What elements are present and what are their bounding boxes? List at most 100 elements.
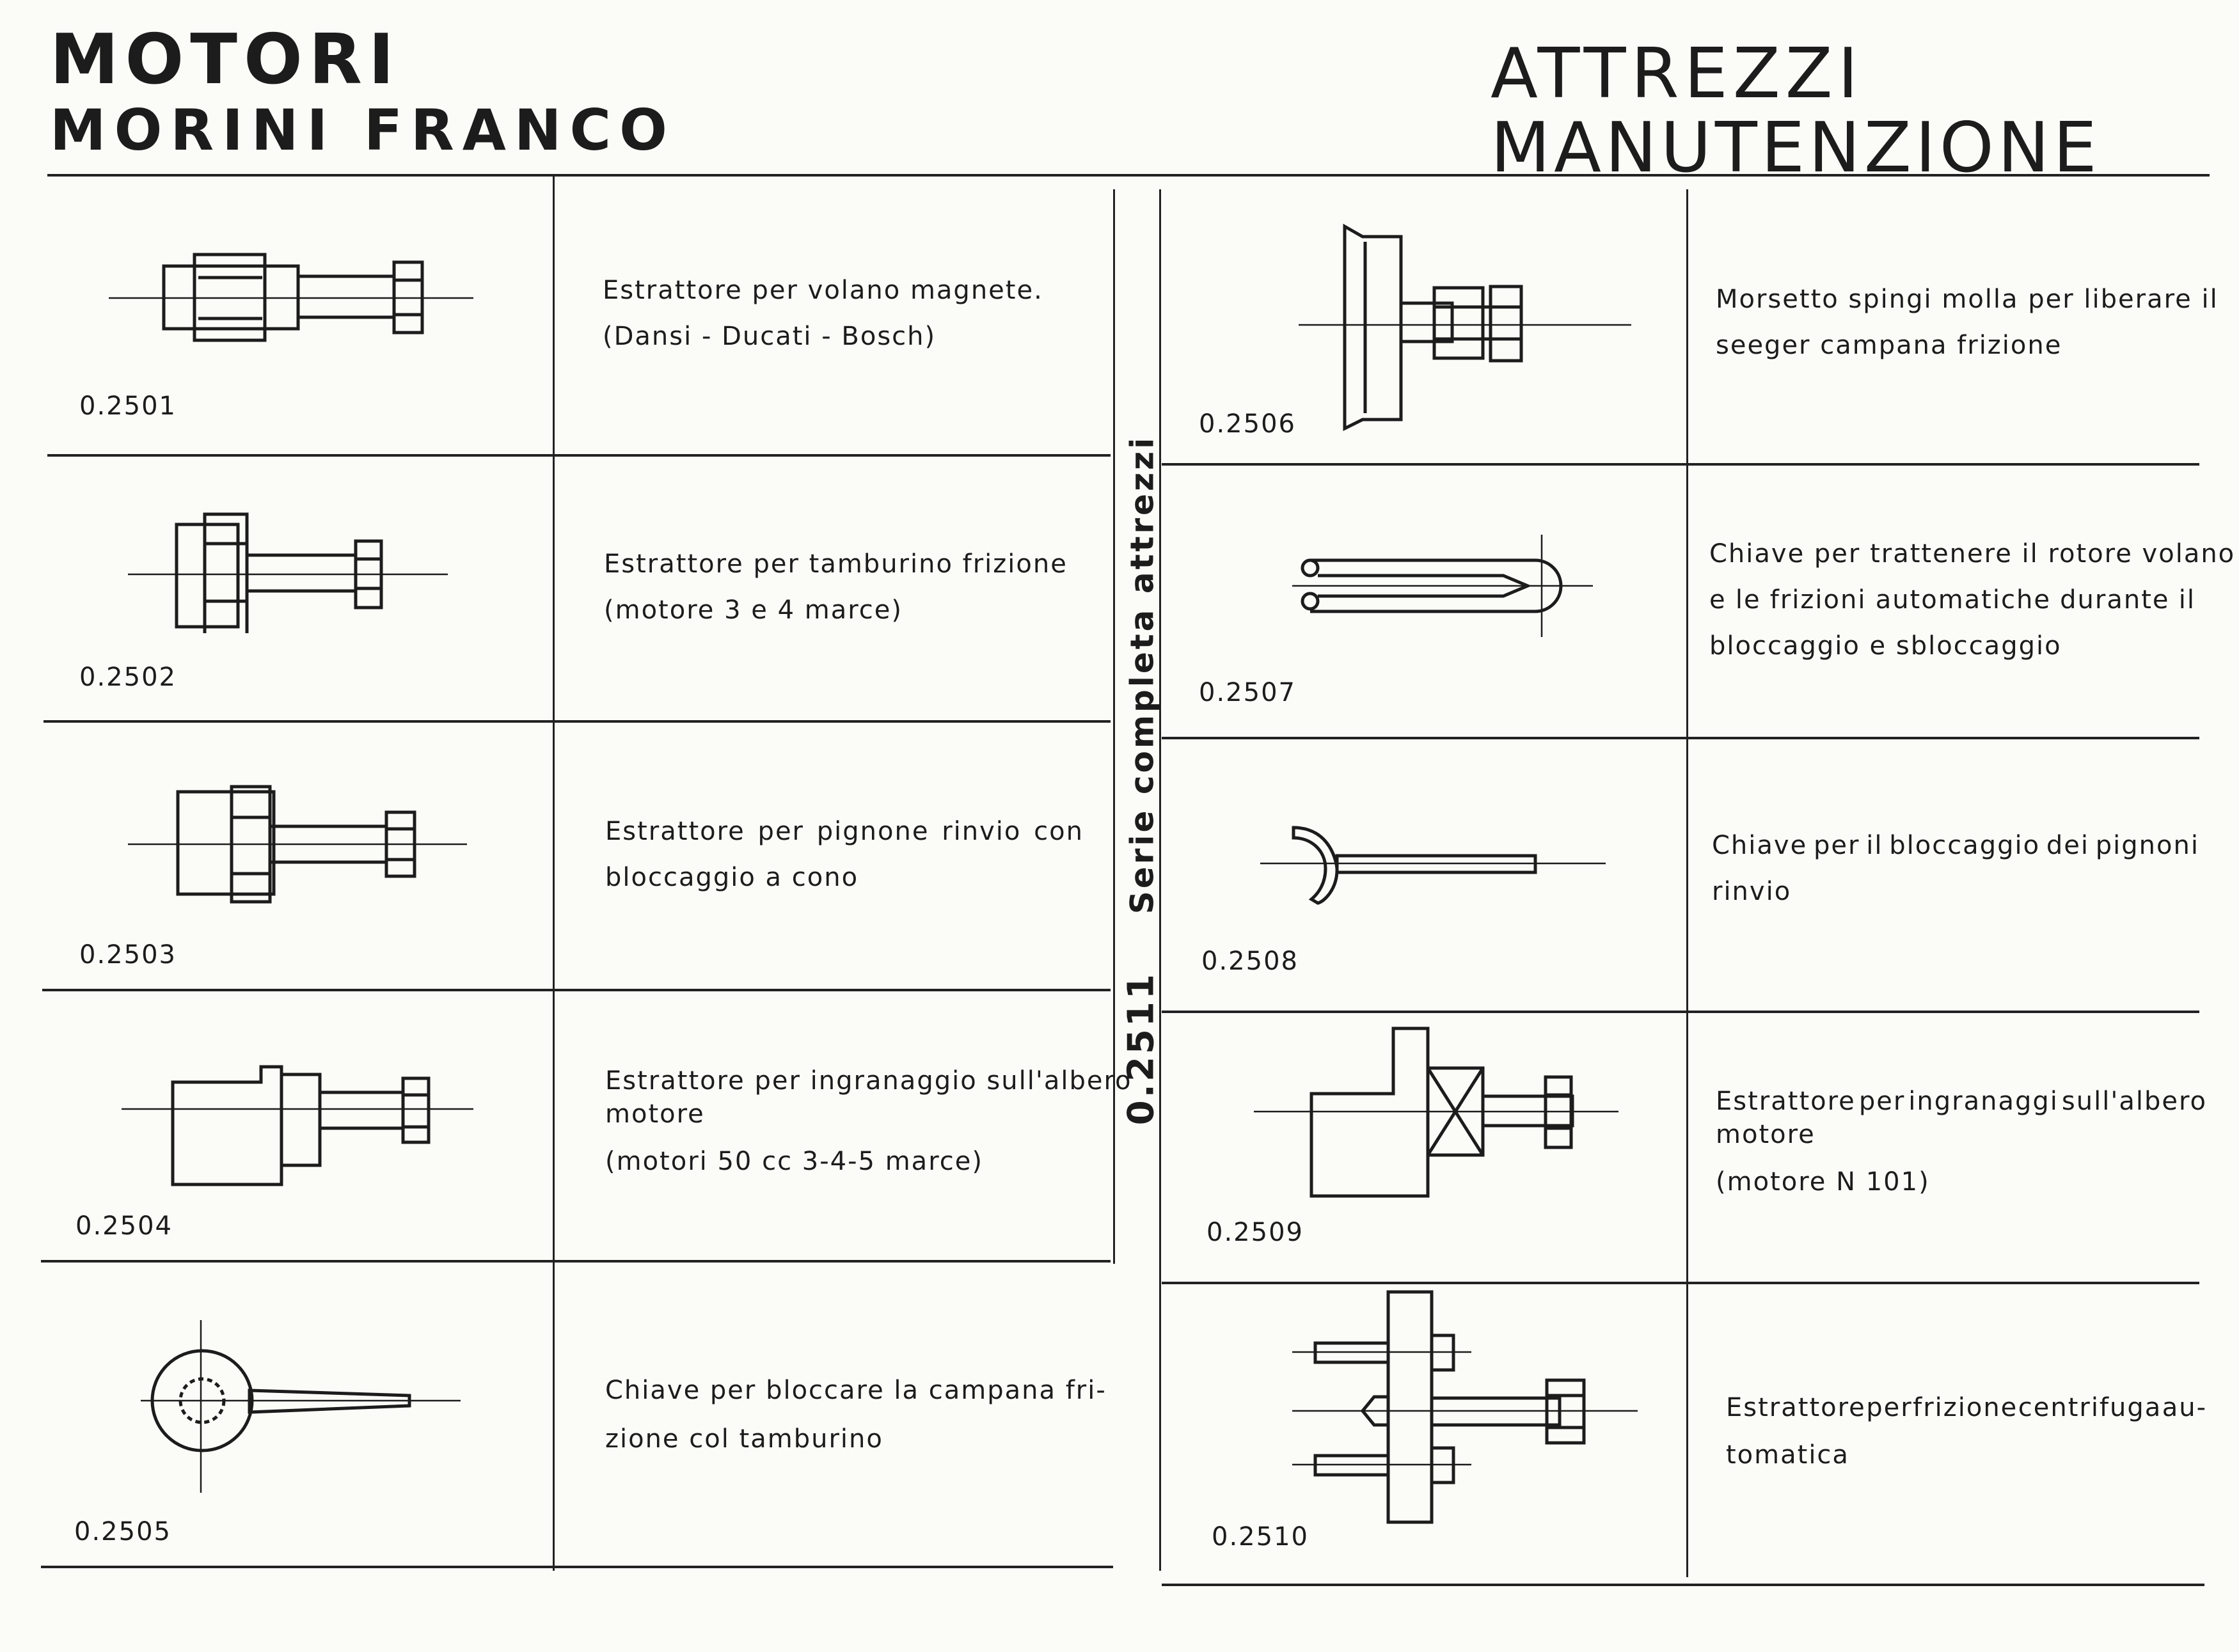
center-divider-left (1113, 189, 1115, 1264)
row-rule-left (47, 454, 1111, 457)
tool-drawing-0-2504 (122, 1059, 480, 1200)
description-line: (Dansi - Ducati - Bosch) (603, 322, 937, 351)
word: rinvio (942, 817, 1022, 846)
tool-drawing-0-2503 (128, 780, 473, 908)
word: frizione (1913, 1393, 2018, 1422)
row-rule-right (1162, 737, 2199, 739)
word: ingranaggi (1908, 1087, 2059, 1116)
word: bloccaggio (1889, 831, 2041, 860)
row-rule-right (1162, 1011, 2199, 1013)
right-column-divider (1686, 189, 1688, 1577)
tool-drawing-0-2506 (1299, 217, 1644, 435)
word: durante (2060, 585, 2170, 615)
description-line: bloccaggio e sbloccaggio (1709, 631, 2062, 661)
row-rule-left (44, 720, 1111, 723)
description-line: tomatica (1726, 1440, 1849, 1470)
description-line: Chiave per trattenere il rotore volano (1709, 539, 2236, 569)
tool-description: Estrattore per tamburino frizione (motor… (604, 541, 1090, 633)
description-line: zione col tamburino (605, 1424, 883, 1454)
row-rule-right (1162, 1282, 2199, 1284)
word: Estrattore (1726, 1393, 1866, 1422)
tool-drawing-0-2505 (141, 1320, 473, 1499)
tool-code: 0.2506 (1199, 409, 1296, 439)
tool-code: 0.2505 (74, 1517, 171, 1546)
title-line-1: ATTREZZI (1491, 34, 1863, 114)
tool-description: Estrattore per pignone rinvio con bloccaggio… (605, 808, 1084, 901)
description-line: Chiave per bloccare la campana fri- (605, 1376, 1107, 1405)
word: Estrattore (1716, 1087, 1856, 1116)
description-line: Estrattore per pignone rinvio con (605, 808, 1084, 854)
word: au- (2162, 1393, 2207, 1422)
brand-line-2: MORINI FRANCO (50, 97, 676, 163)
series-label: 0.2511 Serie completa attrezzi (1121, 436, 1162, 1126)
word: automatiche (1875, 585, 2051, 615)
tool-code: 0.2510 (1212, 1522, 1309, 1552)
word: per (1813, 831, 1860, 860)
word: e (1709, 585, 1727, 615)
brand-line-1: MOTORI (50, 20, 401, 100)
word: frizioni (1769, 585, 1867, 615)
tool-code: 0.2507 (1199, 678, 1296, 707)
tool-code: 0.2503 (79, 940, 177, 970)
word: pignone (816, 817, 930, 846)
tool-drawing-0-2507 (1292, 535, 1625, 650)
tool-description: Estrattore per ingranaggio sull'albero m… (605, 1064, 1132, 1178)
row-rule-left (41, 1260, 1111, 1263)
tool-drawing-0-2508 (1260, 819, 1618, 908)
series-text: Serie completa attrezzi (1123, 435, 1161, 915)
word: con (1034, 817, 1084, 846)
description-line: (motore N 101) (1716, 1167, 1930, 1197)
word: sull'albero (2061, 1087, 2207, 1116)
description-line: (motori 50 cc 3-4-5 marce) (605, 1147, 983, 1176)
tool-description: Estrattore per volano magnete. (Dansi - … (603, 267, 1089, 359)
description-line: motore (605, 1099, 705, 1129)
word: il (2178, 585, 2195, 615)
word: Chiave (1712, 831, 1808, 860)
tool-description: Chiave per trattenere il rotore volano e… (1709, 531, 2236, 669)
word: Estrattore (605, 817, 745, 846)
row-rule-left (41, 1566, 1113, 1568)
description-line: seeger campana frizione (1716, 331, 2062, 360)
row-rule-left (42, 989, 1111, 991)
header-rule (47, 174, 2210, 177)
title-line-2: MANUTENZIONE (1491, 108, 2101, 188)
description-line: Estrattore per ingranaggio sull'albero (605, 1066, 1132, 1096)
tool-description: Morsetto spingi molla per liberare il se… (1716, 276, 2219, 368)
description-line: Estrattore per volano magnete. (603, 276, 1043, 305)
word: per (1866, 1393, 1913, 1422)
word: centrifuga (2018, 1393, 2162, 1422)
description-line: motore (1716, 1120, 1816, 1149)
tool-code: 0.2509 (1207, 1218, 1304, 1247)
tool-drawing-0-2502 (128, 505, 461, 633)
series-code: 0.2511 (1120, 972, 1162, 1126)
word: le (1735, 585, 1761, 615)
row-rule-right (1162, 1584, 2204, 1586)
tool-code: 0.2502 (79, 663, 177, 692)
word: per (1858, 1087, 1906, 1116)
word: pignoni (2095, 831, 2199, 860)
description-line: Estrattore per tamburino frizione (604, 549, 1068, 579)
description-line: Morsetto spingi molla per liberare il (1716, 285, 2219, 314)
word: per (757, 817, 804, 846)
description-line: rinvio (1712, 877, 1792, 906)
word: il (1866, 831, 1883, 860)
row-rule-right (1162, 463, 2199, 466)
tool-drawing-0-2509 (1254, 1023, 1625, 1202)
tool-drawing-0-2501 (102, 243, 486, 345)
description-line: (motore 3 e 4 marce) (604, 595, 903, 625)
word: dei (2046, 831, 2089, 860)
tool-code: 0.2504 (75, 1211, 173, 1241)
center-divider-right (1159, 189, 1161, 1571)
left-column-divider (553, 177, 555, 1571)
description-line: bloccaggio a cono (605, 863, 859, 892)
tool-drawing-0-2510 (1292, 1286, 1650, 1529)
tool-description: Chiave per bloccare la campana fri- zion… (605, 1366, 1107, 1463)
tool-code: 0.2508 (1201, 947, 1299, 976)
